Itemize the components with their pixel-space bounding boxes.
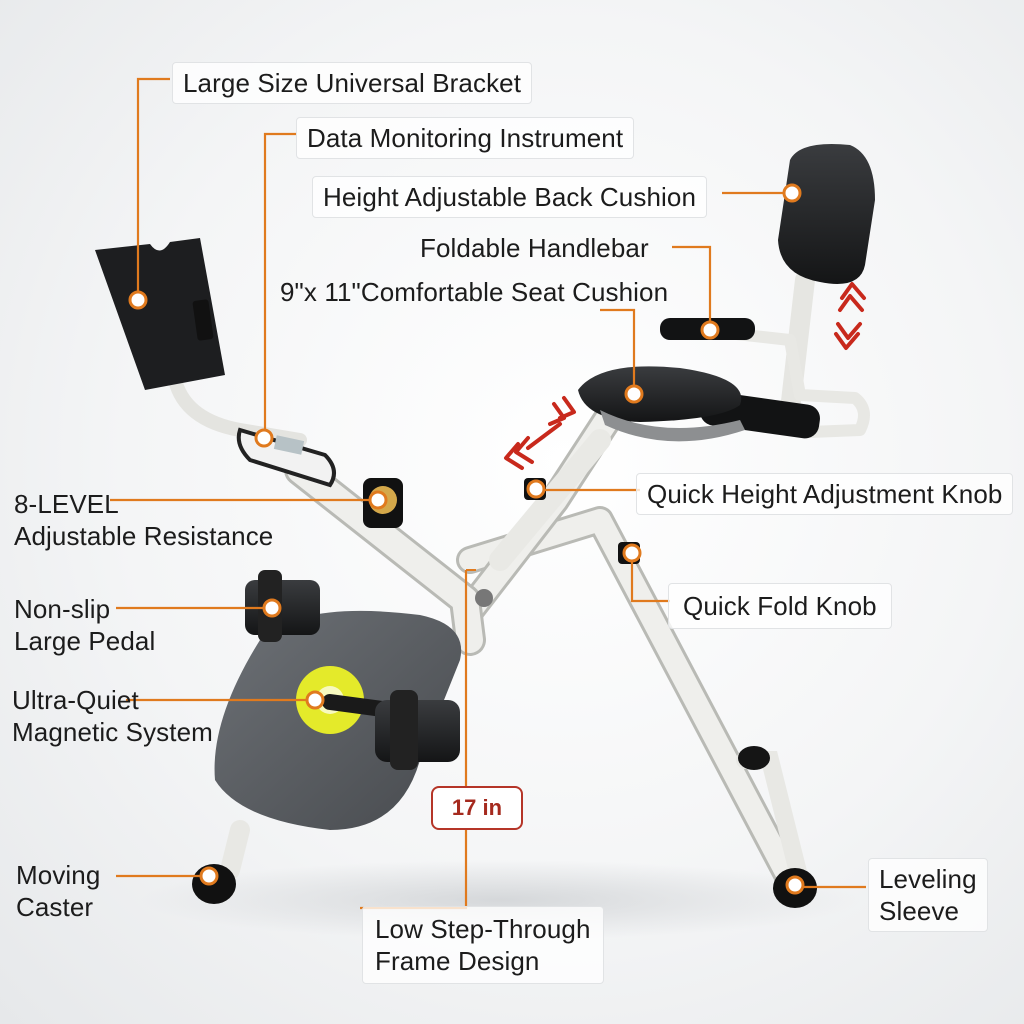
label-magnetic-line2: Magnetic System bbox=[12, 717, 213, 747]
front-leg bbox=[220, 820, 250, 880]
tablet-bracket bbox=[95, 238, 225, 390]
label-height-knob: Quick Height Adjustment Knob bbox=[636, 473, 1014, 515]
step-height-badge: 17 in bbox=[431, 786, 523, 830]
label-sleeve-line1: Leveling bbox=[879, 864, 977, 894]
callout-markers bbox=[128, 183, 805, 895]
backrest-adjust-arrows bbox=[834, 282, 866, 350]
label-sleeve-line2: Sleeve bbox=[879, 896, 960, 926]
label-handlebar: Foldable Handlebar bbox=[420, 233, 649, 263]
label-caster-line1: Moving bbox=[16, 860, 101, 890]
label-resistance: 8-LEVEL Adjustable Resistance bbox=[14, 488, 273, 552]
seat-cushion bbox=[578, 366, 742, 422]
label-monitor: Data Monitoring Instrument bbox=[296, 117, 635, 159]
label-bracket: Large Size Universal Bracket bbox=[172, 62, 533, 104]
label-magnetic-line1: Ultra-Quiet bbox=[12, 685, 139, 715]
label-step-through-line2: Frame Design bbox=[375, 946, 540, 976]
bracket-arm bbox=[168, 373, 307, 447]
label-caster: Moving Caster bbox=[16, 859, 100, 923]
seat-adjust-arrows bbox=[504, 396, 576, 470]
back-cushion bbox=[778, 144, 875, 284]
left-pedal bbox=[245, 570, 320, 642]
floor-shadow bbox=[140, 860, 860, 940]
label-pedal-line2: Large Pedal bbox=[14, 626, 156, 656]
label-back-cushion: Height Adjustable Back Cushion bbox=[312, 176, 708, 218]
label-resistance-line1: 8-LEVEL bbox=[14, 489, 119, 519]
label-step-through: Low Step-Through Frame Design bbox=[362, 906, 604, 984]
label-seat-cushion: 9"x 11"Comfortable Seat Cushion bbox=[280, 277, 669, 307]
right-pedal bbox=[375, 690, 460, 770]
label-pedal: Non-slip Large Pedal bbox=[14, 593, 155, 657]
label-caster-line2: Caster bbox=[16, 892, 94, 922]
label-magnetic: Ultra-Quiet Magnetic System bbox=[12, 684, 213, 748]
handlebar-frame bbox=[694, 324, 870, 438]
label-step-through-line1: Low Step-Through bbox=[375, 914, 591, 944]
label-fold-knob: Quick Fold Knob bbox=[668, 583, 892, 629]
callout-lines bbox=[110, 77, 866, 910]
backrest-post bbox=[780, 270, 815, 420]
cross-tube bbox=[489, 429, 611, 571]
label-resistance-line2: Adjustable Resistance bbox=[14, 521, 274, 551]
label-sleeve: Leveling Sleeve bbox=[868, 858, 988, 932]
label-pedal-line1: Non-slip bbox=[14, 594, 111, 624]
